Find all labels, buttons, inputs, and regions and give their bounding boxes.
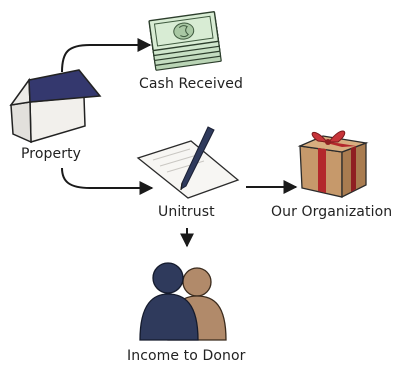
house-icon [9, 69, 102, 144]
document-with-pen-icon [136, 126, 240, 199]
money-stack-icon [148, 11, 222, 71]
arrow-property-to-unitrust [61, 167, 154, 195]
unitrust-label: Unitrust [158, 204, 215, 220]
organization-label: Our Organization [271, 204, 393, 220]
income-to-donor-label: Income to Donor [127, 348, 246, 364]
two-people-icon [139, 262, 227, 341]
property-label: Property [21, 146, 82, 162]
arrow-property-to-cash [61, 38, 152, 73]
gift-box-icon [297, 130, 369, 199]
cash-received-label: Cash Received [139, 76, 243, 92]
